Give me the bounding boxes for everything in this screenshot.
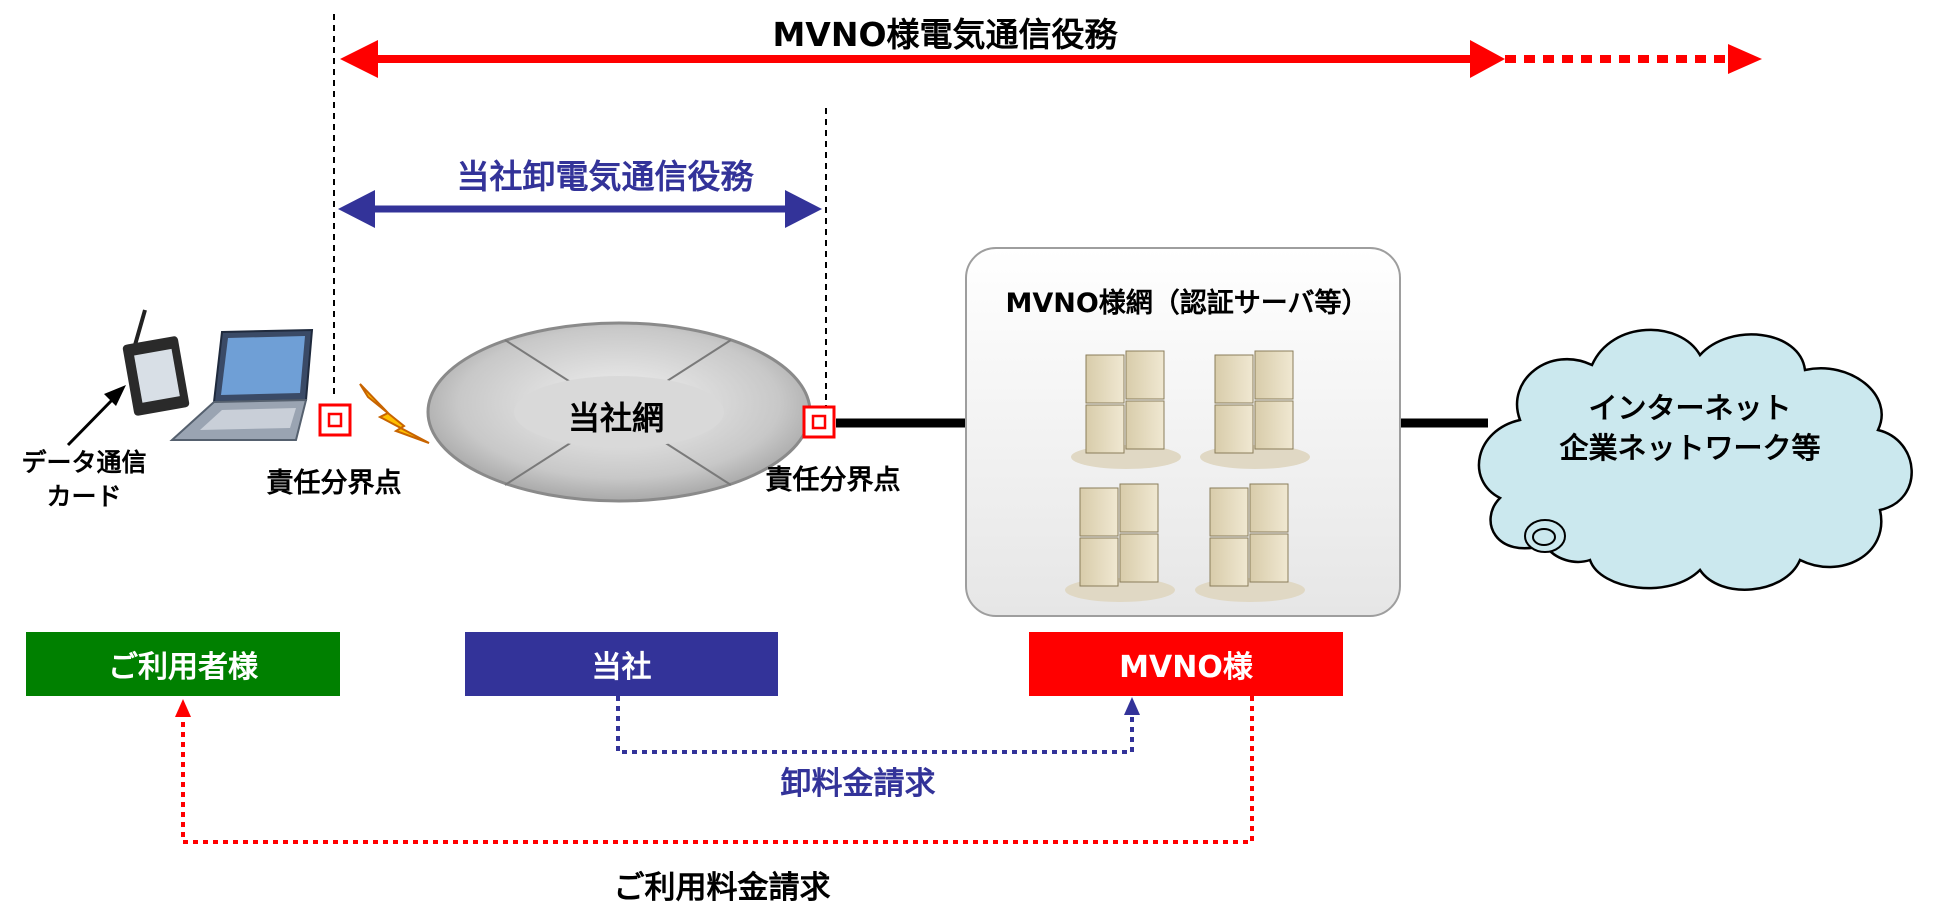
server-icon [1071,350,1181,469]
device-label-line1: データ通信 [21,448,147,477]
party-user: ご利用者様 [26,632,340,696]
internet-cloud [1477,328,1913,591]
usage-billing-line [175,696,1254,844]
mvno-service-arrow [340,40,1762,78]
server-icon [1065,483,1175,602]
internet-label-line2: 企業ネットワーク等 [1559,431,1821,465]
wholesale-billing-line [616,696,1140,754]
mvno-network-box [965,247,1401,617]
data-card-icon [122,309,190,416]
wholesale-billing-label: 卸料金請求 [780,766,936,802]
server-icon [1200,350,1310,469]
party-company: 当社 [465,632,778,696]
server-icon [1195,483,1305,602]
card-pointer-arrow [66,385,126,447]
wholesale-service-label: 当社卸電気通信役務 [456,157,754,196]
wholesale-service-arrow [338,190,822,228]
carrier-network-label: 当社網 [567,399,665,437]
boundary-marker-left [318,403,352,437]
usage-billing-label: ご利用料金請求 [613,870,831,906]
mvno-network-title: MVNO様網（認証サーバ等） [1005,288,1369,319]
radio-signal-icon [359,383,430,444]
boundary-marker-right [802,405,836,439]
internet-label-line1: インターネット [1588,391,1792,425]
device-label-line2: カード [46,482,122,511]
carrier-network-ellipse [426,321,812,503]
mvno-service-label: MVNO様電気通信役務 [772,15,1118,54]
boundary-label-left: 責任分界点 [266,468,402,499]
party-mvno: MVNO様 [1029,632,1343,696]
laptop-icon [169,328,314,441]
boundary-label-right: 責任分界点 [765,465,901,496]
